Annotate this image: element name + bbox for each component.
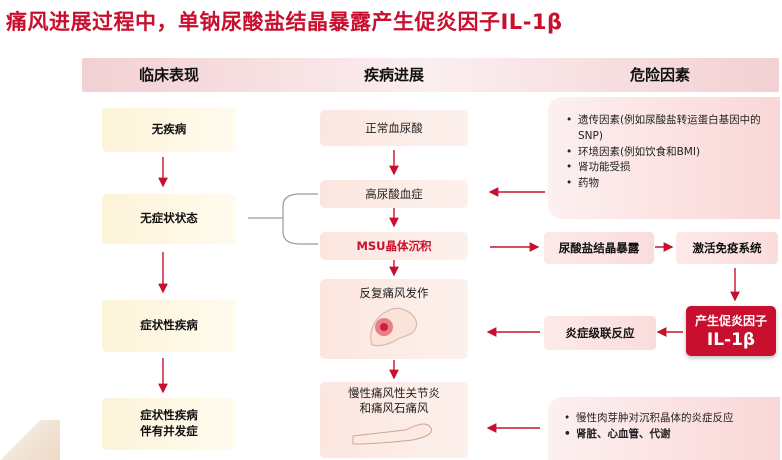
header-band (82, 58, 779, 92)
progress-hyperuricemia: 高尿酸血症 (320, 180, 468, 208)
risk-item: 遗传因素(例如尿酸盐转运蛋白基因中的SNP) (564, 113, 764, 145)
progress-msu-deposition: MSU晶体沉积 (320, 232, 468, 260)
decorative-corner (0, 420, 60, 460)
progress-chronic-gout: 慢性痛风性关节炎 和痛风石痛风 (320, 382, 468, 458)
progress-recurrent-gout: 反复痛风发作 (320, 279, 468, 359)
clinical-asymptomatic: 无症状状态 (102, 194, 236, 244)
box-activate-immune: 激活免疫系统 (676, 232, 778, 264)
risk-item: 药物 (564, 176, 764, 192)
header-progression: 疾病进展 (363, 66, 424, 84)
hand-arm-icon (352, 423, 432, 445)
risk-item: 肾功能受损 (564, 160, 764, 176)
complication-item: 慢性肉芽肿对沉积晶体的炎症反应 (562, 411, 768, 427)
complication-item: 肾脏、心血管、代谢 (562, 427, 768, 443)
page-title: 痛风进展过程中，单钠尿酸盐结晶暴露产生促炎因子IL-1β (6, 10, 563, 34)
header-clinical: 临床表现 (138, 66, 199, 84)
clinical-complications: 症状性疾病 伴有并发症 (102, 398, 236, 450)
il1-label-line2: IL-1β (706, 330, 756, 350)
clinical-no-disease: 无疾病 (102, 108, 236, 152)
risk-factors-panel: 遗传因素(例如尿酸盐转运蛋白基因中的SNP) 环境因素(例如饮食和BMI) 肾功… (548, 97, 780, 219)
progress-normal-urate: 正常血尿酸 (320, 110, 468, 146)
recurrent-gout-label: 反复痛风发作 (359, 286, 429, 300)
box-il1-beta: 产生促炎因子 IL-1β (686, 306, 776, 356)
bracket-asymptomatic (248, 193, 318, 245)
header-risk: 危险因素 (629, 66, 690, 84)
complications-panel: 慢性肉芽肿对沉积晶体的炎症反应 肾脏、心血管、代谢 (548, 397, 780, 460)
clinical-symptomatic: 症状性疾病 (102, 300, 236, 352)
risk-item: 环境因素(例如饮食和BMI) (564, 145, 764, 161)
il1-label-line1: 产生促炎因子 (694, 314, 767, 328)
box-urate-crystal-exposure: 尿酸盐结晶暴露 (544, 232, 654, 264)
box-inflammatory-cascade: 炎症级联反应 (544, 316, 656, 350)
foot-inflammation-icon (370, 307, 418, 347)
chronic-gout-label: 慢性痛风性关节炎 和痛风石痛风 (348, 386, 440, 415)
